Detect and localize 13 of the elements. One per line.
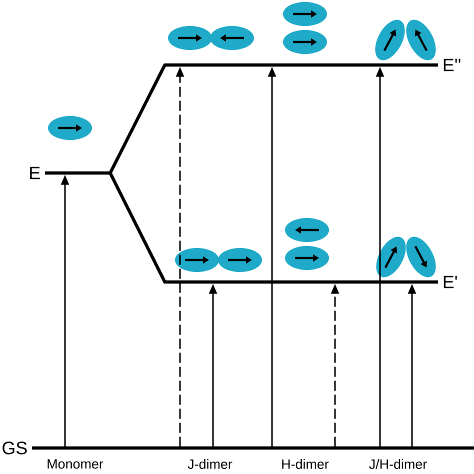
energy-level: E' — [165, 276, 457, 288]
energy-level: GS — [2, 442, 474, 454]
connector-line — [108, 63, 166, 175]
energy-level: E — [30, 166, 110, 180]
node-label: E — [30, 166, 40, 180]
node-label: GS — [2, 442, 27, 454]
connector-line — [108, 171, 166, 284]
node-label: E' — [444, 276, 457, 288]
node-label: E'' — [444, 58, 460, 72]
axis-label: J/H-dimer — [369, 459, 427, 469]
axis-label: J-dimer — [188, 459, 232, 469]
axis-label: Monomer — [48, 459, 104, 469]
energy-level: E'' — [165, 58, 460, 72]
